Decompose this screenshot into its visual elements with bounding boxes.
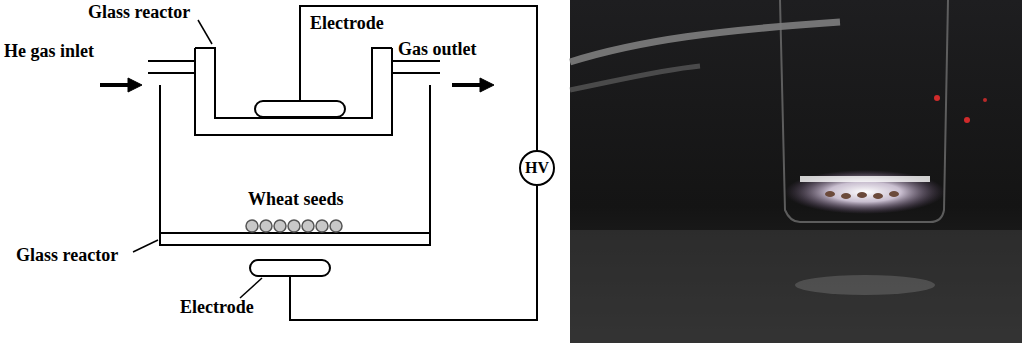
- beaker-photo: [780, 0, 948, 222]
- bench-surface: [570, 230, 1022, 343]
- gas-tube: [392, 72, 440, 74]
- gas-tube-photo: [570, 66, 700, 90]
- wheat-seed: [302, 220, 314, 232]
- outlet-label: Gas outlet: [398, 40, 477, 60]
- electrode-label: Electrode: [180, 298, 254, 318]
- wheat-seed: [274, 220, 286, 232]
- photo-background: [570, 0, 1022, 343]
- glass-reactor-upper: [195, 48, 392, 118]
- leader-line: [240, 278, 262, 298]
- indicator-light: [983, 98, 987, 102]
- reflection: [795, 275, 935, 295]
- plasma-glow: [785, 170, 945, 214]
- photo: [570, 0, 1022, 343]
- reactor-label: Glass reactor: [88, 3, 190, 23]
- plasma-glow: [800, 176, 930, 182]
- seed-photo: [825, 191, 835, 197]
- reactor-label: Glass reactor: [16, 246, 118, 266]
- indicator-light: [964, 117, 970, 123]
- gas-tube: [148, 72, 195, 74]
- hv-label: HV: [525, 160, 549, 176]
- wheat-seed: [316, 220, 328, 232]
- inlet-label: He gas inlet: [4, 42, 94, 62]
- leader-line: [133, 240, 158, 252]
- seeds-label: Wheat seeds: [248, 190, 344, 210]
- wire: [300, 6, 537, 150]
- gas-tube-photo: [570, 22, 840, 62]
- electrode: [255, 101, 345, 117]
- flow-arrow: [100, 83, 128, 87]
- seed-photo: [857, 192, 867, 198]
- gas-tube: [148, 60, 195, 62]
- glass-reactor-lower: [160, 85, 430, 245]
- indicator-light: [934, 95, 940, 101]
- glass-reactor-upper: [195, 48, 392, 135]
- flow-arrow-head: [480, 78, 494, 92]
- wheat-seed: [260, 220, 272, 232]
- seed-photo: [841, 193, 851, 199]
- wheat-seed: [330, 220, 342, 232]
- seed-photo: [873, 193, 883, 199]
- wheat-seed: [246, 220, 258, 232]
- flow-arrow-head: [128, 78, 142, 92]
- electrode: [250, 260, 330, 276]
- seed-photo: [889, 191, 899, 197]
- electrode-label: Electrode: [310, 14, 384, 34]
- wheat-seed: [288, 220, 300, 232]
- leader-line: [198, 20, 212, 44]
- hv-source-circle: HV: [519, 150, 555, 186]
- flow-arrow: [452, 83, 480, 87]
- gas-tube: [392, 60, 440, 62]
